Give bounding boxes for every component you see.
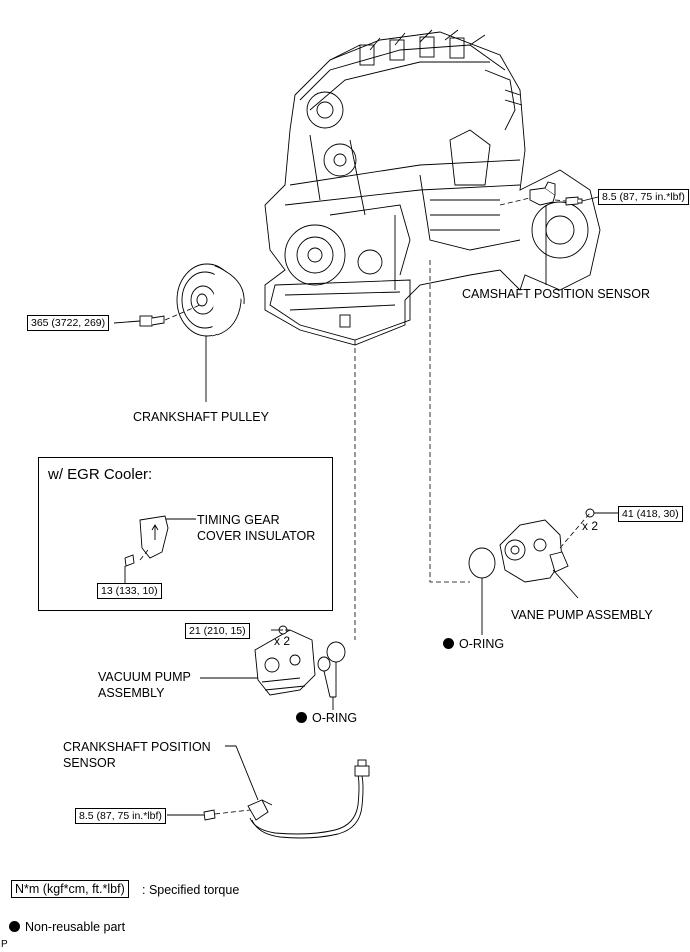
camshaft-sensor-label: CAMSHAFT POSITION SENSOR xyxy=(462,287,650,301)
non-reusable-dot-icon xyxy=(296,712,307,723)
insulator-illustration xyxy=(124,515,169,567)
camshaft-bolt-torque: 8.5 (87, 75 in.*lbf) xyxy=(598,189,689,205)
vacuum-pump-illustration xyxy=(254,625,346,696)
egr-cooler-title: w/ EGR Cooler: xyxy=(48,466,153,483)
vacuum-pump-nut-quantity: x 2 xyxy=(274,634,291,648)
legend-nonreusable: Non-reusable part xyxy=(9,920,125,935)
camshaft-sensor-illustration xyxy=(529,181,583,206)
vane-pump-illustration xyxy=(468,508,595,583)
corner-letter: P xyxy=(1,939,8,950)
vane-pump-nut-quantity: x 2 xyxy=(582,519,599,533)
crankshaft-bolt-torque: 365 (3722, 269) xyxy=(27,315,110,331)
egr-cooler-variant-box: w/ EGR Cooler: xyxy=(38,457,333,611)
vane-pump-oring-text: O-RING xyxy=(459,637,505,651)
legend-torque-unit: N*m (kgf*cm, ft.*lbf) xyxy=(11,880,129,898)
vacuum-pump-label-line2: ASSEMBLY xyxy=(98,686,165,700)
crankshaft-pulley-label: CRANKSHAFT PULLEY xyxy=(133,410,269,424)
non-reusable-dot-icon xyxy=(9,921,20,932)
crankshaft-pulley-illustration xyxy=(139,263,245,337)
vacuum-pump-oring-label: O-RING xyxy=(296,711,357,726)
dashed-guide-lines xyxy=(139,197,591,815)
crank-sensor-illustration xyxy=(203,759,370,839)
vane-pump-oring-label: O-RING xyxy=(443,637,504,652)
vacuum-pump-label-line1: VACUUM PUMP xyxy=(98,670,191,684)
vacuum-pump-nut-torque: 21 (210, 15) xyxy=(185,623,250,639)
timing-gear-insulator-label-line2: COVER INSULATOR xyxy=(197,529,316,543)
engine-block-illustration xyxy=(264,29,601,346)
crank-sensor-bolt-torque: 8.5 (87, 75 in.*lbf) xyxy=(75,808,166,824)
crank-sensor-label-line2: SENSOR xyxy=(63,756,116,770)
vane-pump-nut-torque: 41 (418, 30) xyxy=(618,506,683,522)
legend-torque-desc: : Specified torque xyxy=(142,883,240,897)
vane-pump-label: VANE PUMP ASSEMBLY xyxy=(511,608,653,622)
crank-sensor-label-line1: CRANKSHAFT POSITION xyxy=(63,740,211,754)
non-reusable-dot-icon xyxy=(443,638,454,649)
insulator-bolt-torque: 13 (133, 10) xyxy=(97,583,162,599)
legend-nonreusable-text: Non-reusable part xyxy=(25,920,126,934)
timing-gear-insulator-label-line1: TIMING GEAR xyxy=(197,513,280,527)
leader-lines xyxy=(113,196,618,816)
vacuum-pump-oring-text: O-RING xyxy=(312,711,358,725)
